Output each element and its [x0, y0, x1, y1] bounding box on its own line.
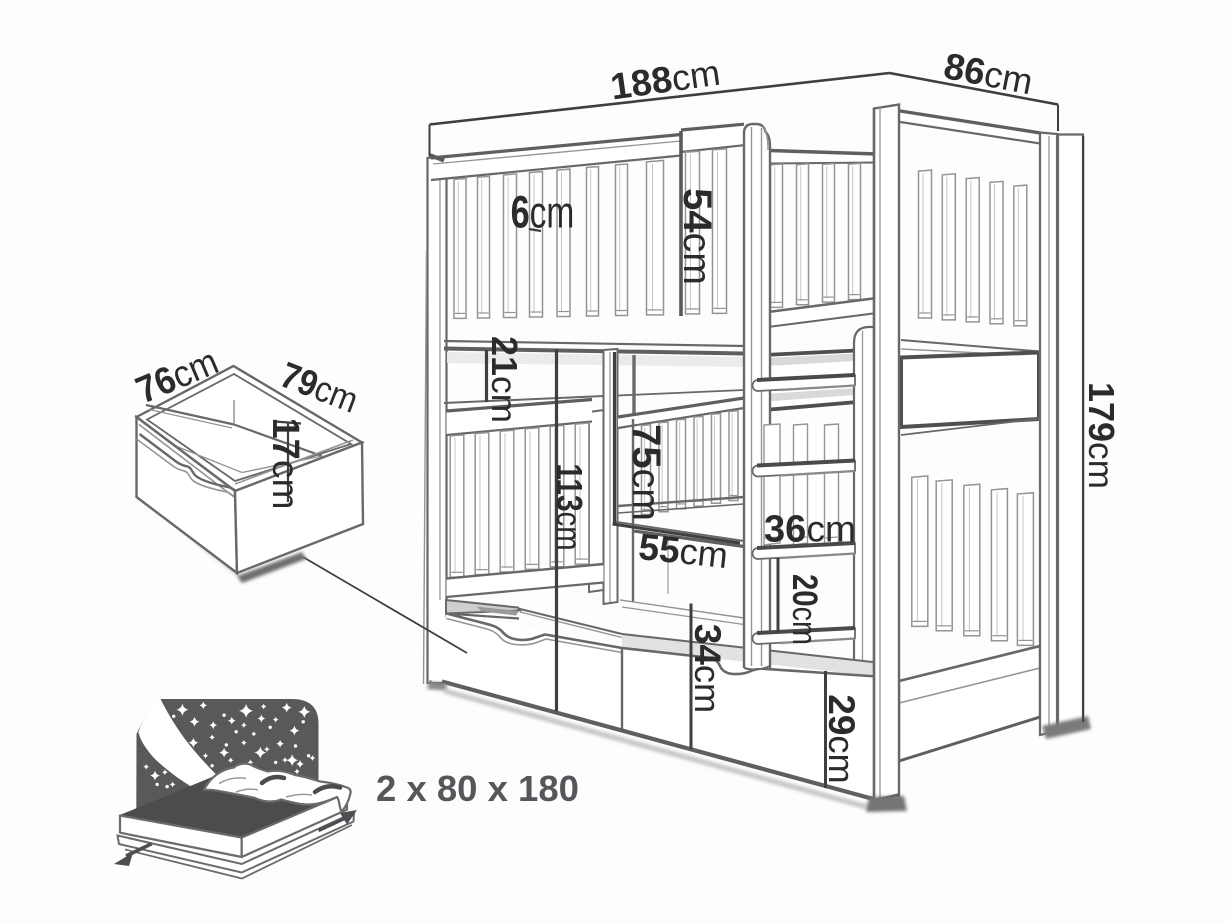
svg-text:21cm: 21cm — [484, 336, 525, 423]
svg-text:75cm: 75cm — [624, 424, 668, 521]
svg-text:29cm: 29cm — [821, 694, 862, 783]
svg-text:6cm: 6cm — [511, 188, 575, 238]
svg-text:17cm: 17cm — [264, 418, 307, 510]
svg-text:113cm: 113cm — [548, 463, 588, 550]
svg-text:20cm: 20cm — [785, 574, 824, 645]
svg-text:55cm: 55cm — [637, 526, 730, 576]
svg-text:2 x 80 x 180: 2 x 80 x 180 — [376, 768, 579, 809]
svg-text:34cm: 34cm — [687, 624, 728, 713]
svg-text:179cm: 179cm — [1081, 382, 1122, 489]
svg-text:54cm: 54cm — [675, 188, 719, 285]
svg-text:36cm: 36cm — [764, 508, 856, 551]
